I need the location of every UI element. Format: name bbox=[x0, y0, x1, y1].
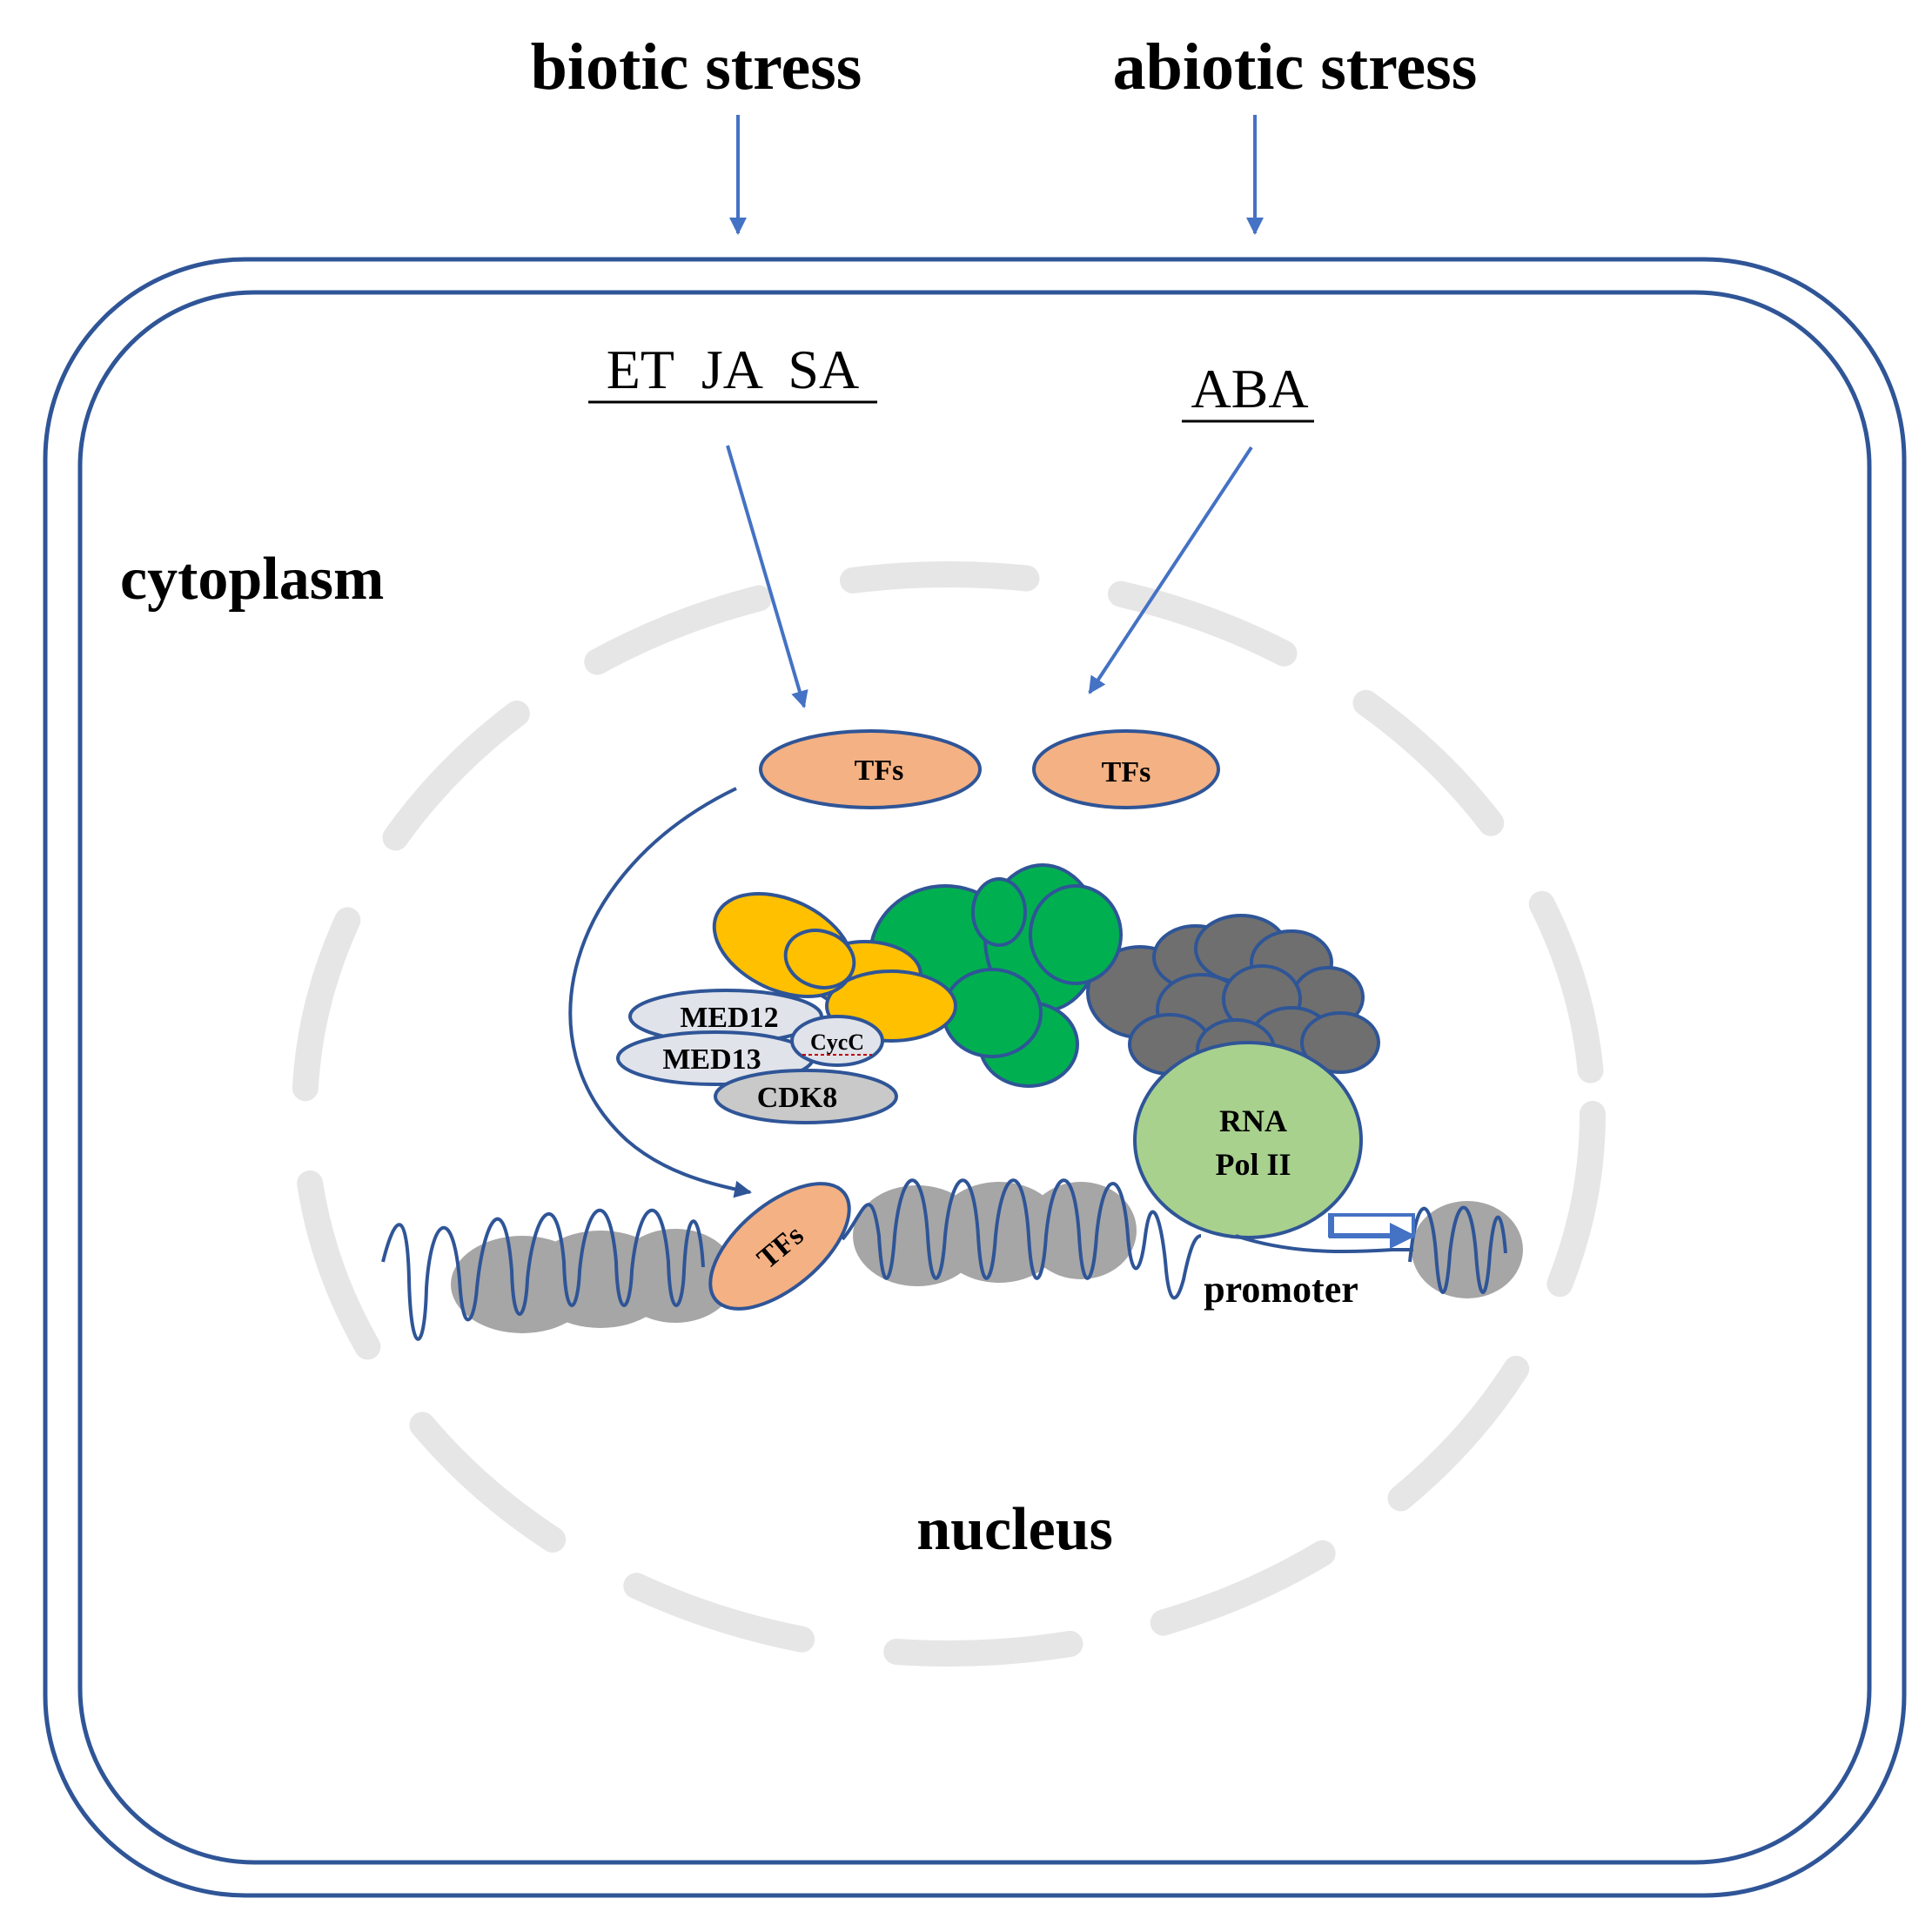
tf-binding-curve-arrow bbox=[568, 787, 752, 1198]
rna-pol-label-line2: Pol II bbox=[1215, 1147, 1291, 1182]
nuclear-envelope bbox=[292, 561, 1606, 1667]
promoter-label: promoter bbox=[1204, 1268, 1358, 1311]
med13-label: MED13 bbox=[662, 1043, 761, 1076]
aba-to-tf-arrow bbox=[1088, 446, 1253, 694]
tf-right-label: TFs bbox=[1102, 756, 1151, 788]
rna-pol-label-line1: RNA bbox=[1219, 1104, 1287, 1138]
tf-left: TFs bbox=[759, 729, 982, 809]
med12-label: MED12 bbox=[680, 1002, 778, 1034]
nucleosomes bbox=[451, 1182, 1523, 1333]
cdk8-subunit bbox=[714, 1069, 898, 1124]
cell-wall-outer bbox=[43, 257, 1907, 1898]
biotic-stress-label: biotic stress bbox=[531, 30, 862, 104]
tf-right: TFs bbox=[1032, 729, 1220, 809]
nucleus-label: nucleus bbox=[916, 1496, 1113, 1563]
kinase-module: MED12 MED13 CycC CDK8 bbox=[616, 989, 898, 1124]
hormones-to-tf-arrow bbox=[726, 445, 808, 708]
transcription-start-arrow bbox=[1329, 1215, 1416, 1249]
dna-helix bbox=[381, 1178, 1507, 1341]
cdk8-label: CDK8 bbox=[757, 1082, 838, 1114]
transcription-start-box bbox=[1328, 1213, 1415, 1238]
rna-polymerase-ii: RNA Pol II bbox=[1133, 1041, 1363, 1239]
hormones-biotic-label: ET JA SA bbox=[607, 339, 859, 400]
cycc-subunit bbox=[790, 1015, 884, 1067]
cycc-label: CycC bbox=[810, 1030, 864, 1055]
tf-left-label: TFs bbox=[855, 755, 904, 787]
cytoplasm-label: cytoplasm bbox=[120, 546, 384, 613]
promoter-dna-line bbox=[1235, 1234, 1413, 1254]
abiotic-stress-label: abiotic stress bbox=[1113, 30, 1478, 104]
hormone-aba-label: ABA bbox=[1191, 358, 1308, 419]
tf-dna-bound: TFs bbox=[708, 1182, 851, 1311]
cell-membrane-inner bbox=[77, 290, 1872, 1865]
